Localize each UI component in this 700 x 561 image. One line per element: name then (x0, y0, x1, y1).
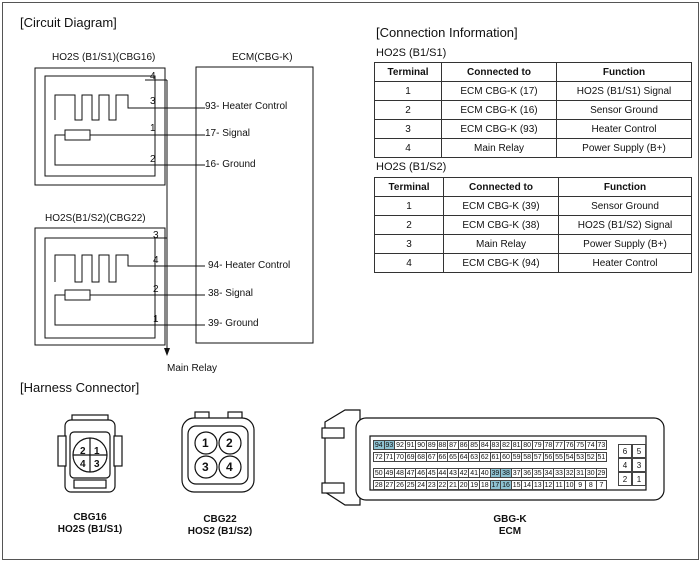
ecm-pin: 73 (595, 440, 608, 450)
header-function: Function (558, 177, 692, 197)
table-row: 3 ECM CBG-K (93) Heater Control (374, 119, 692, 139)
circuit-diagram-heading: [Circuit Diagram] (20, 15, 117, 30)
connection-table-s2: Terminal Connected to Function 1 ECM CBG… (374, 177, 692, 273)
ecm-caption: GBG-K ECM (470, 514, 550, 538)
table-row: 2 ECM CBG-K (38) HO2S (B1/S2) Signal (374, 215, 692, 235)
cbg16-caption-line2: HO2S (B1/S1) (57, 524, 123, 535)
ecm-side-pin: 1 (632, 472, 646, 486)
ecm-pin: 51 (595, 452, 608, 462)
cell-function: Heater Control (558, 253, 692, 273)
table-row: 1 ECM CBG-K (17) HO2S (B1/S1) Signal (374, 81, 692, 101)
cbg16-pin: 1 (94, 446, 100, 457)
table2-title: HO2S (B1/S2) (376, 161, 447, 173)
cell-connected-to: ECM CBG-K (94) (443, 253, 559, 273)
table-row: 4 ECM CBG-K (94) Heater Control (374, 253, 692, 273)
cbg22-pin: 3 (202, 460, 209, 474)
harness-connector-heading: [Harness Connector] (20, 380, 140, 395)
s1-pin-label: 2 (150, 154, 156, 165)
cbg16-pin: 3 (94, 459, 100, 470)
ecm-box (195, 66, 314, 344)
cbg16-pin: 2 (80, 446, 86, 457)
cbg22-pin: 2 (226, 436, 233, 450)
ecm-terminal-label: 93- Heater Control (205, 101, 288, 112)
sensor1-title: HO2S (B1/S1)(CBG16) (52, 52, 156, 63)
cbg16-caption-line1: CBG16 (73, 512, 107, 523)
ecm-terminal-label: 39- Ground (208, 318, 259, 329)
main-relay-arrow (164, 348, 170, 356)
ecm-title: ECM(CBG-K) (232, 52, 293, 63)
ecm-terminal-label: 17- Signal (205, 128, 251, 139)
ecm-pin: 7 (595, 480, 608, 490)
cbg22-caption-line2: HOS2 (B1/S2) (187, 526, 253, 537)
ecm-terminal-label: 94- Heater Control (208, 260, 291, 271)
ecm-terminal-label: 38- Signal (208, 288, 254, 299)
s1-pin-label: 3 (150, 96, 156, 107)
table1-title: HO2S (B1/S1) (376, 47, 447, 59)
s1-pin-label: 1 (150, 123, 156, 134)
table-row: 1 ECM CBG-K (39) Sensor Ground (374, 196, 692, 216)
cbg22-caption: CBG22 HOS2 (B1/S2) (175, 514, 265, 538)
cbg22-pin: 1 (202, 436, 209, 450)
sensor1-box (34, 67, 166, 186)
s2-pin-label: 3 (153, 230, 159, 241)
ecm-caption-line1: GBG-K (493, 514, 527, 525)
ecm-side-pin: 6 (618, 444, 632, 458)
main-relay-label: Main Relay (167, 363, 218, 374)
s2-pin-label: 4 (153, 255, 159, 266)
cbg16-connector (57, 414, 123, 493)
table-row: 4 Main Relay Power Supply (B+) (374, 138, 692, 158)
ecm-caption-line2: ECM (498, 526, 522, 537)
sensor2-box (34, 227, 166, 346)
connection-table-s1: Terminal Connected to Function 1 ECM CBG… (374, 62, 692, 158)
s2-pin-label: 2 (153, 284, 159, 295)
cell-function: Power Supply (B+) (556, 138, 692, 158)
ecm-side-pin: 3 (632, 458, 646, 472)
ecm-side-pin: 2 (618, 472, 632, 486)
connection-info-heading: [Connection Information] (376, 25, 518, 40)
ecm-side-pin: 5 (632, 444, 646, 458)
sensor2-title: HO2S(B1/S2)(CBG22) (45, 213, 146, 224)
s2-pin-label: 1 (153, 314, 159, 325)
ecm-pin: 29 (595, 468, 608, 478)
cbg16-caption: CBG16 HO2S (B1/S1) (50, 512, 130, 536)
ecm-terminal-label: 16- Ground (205, 159, 256, 170)
cbg22-caption-line1: CBG22 (203, 514, 237, 525)
cbg22-pin: 4 (226, 460, 233, 474)
s1-pin-label: 4 (150, 71, 156, 82)
table-row: 2 ECM CBG-K (16) Sensor Ground (374, 100, 692, 120)
ecm-side-pin: 4 (618, 458, 632, 472)
cbg22-connector (181, 411, 255, 493)
cbg16-pin: 4 (80, 459, 86, 470)
